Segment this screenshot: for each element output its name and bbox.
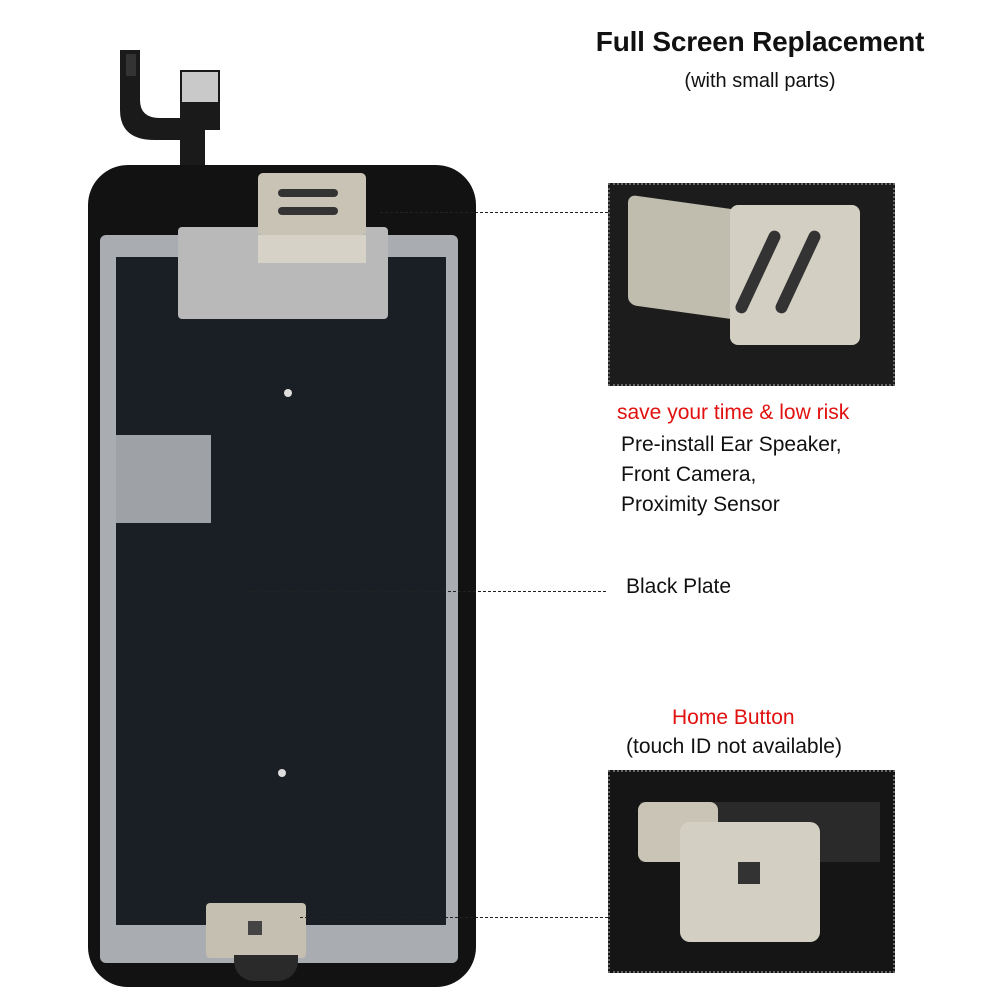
ear-speaker-line-1: Pre-install Ear Speaker, bbox=[621, 433, 842, 456]
ear-speaker-line-2: Front Camera, bbox=[621, 463, 757, 486]
home-button-headline: Home Button bbox=[672, 706, 795, 729]
home-button-icon bbox=[234, 955, 298, 981]
plate-tab bbox=[116, 435, 211, 523]
home-button-leader-line bbox=[300, 917, 608, 918]
page-title: Full Screen Replacement bbox=[595, 26, 925, 57]
home-button-inset bbox=[608, 770, 895, 973]
phone-body bbox=[88, 165, 476, 987]
home-button-bracket-icon bbox=[680, 822, 820, 942]
ear-speaker-bracket-icon bbox=[730, 205, 860, 345]
ear-speaker-bracket-icon bbox=[258, 173, 366, 235]
ear-speaker-line-3: Proximity Sensor bbox=[621, 493, 780, 516]
black-plate-label: Black Plate bbox=[626, 575, 732, 598]
home-button-bracket-icon bbox=[206, 903, 306, 958]
ear-speaker-headline: save your time & low risk bbox=[617, 401, 850, 424]
page-subtitle: (with small parts) bbox=[684, 70, 836, 92]
ear-speaker-inset bbox=[608, 183, 895, 386]
black-plate-leader-line bbox=[248, 591, 606, 592]
ear-speaker-leader-line bbox=[380, 212, 608, 213]
home-button-note: (touch ID not available) bbox=[626, 735, 842, 758]
